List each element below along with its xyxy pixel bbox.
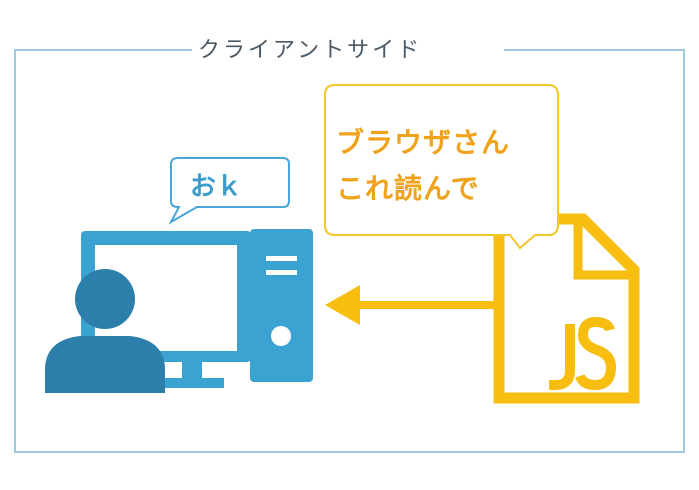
person-icon <box>45 269 165 393</box>
arrow-left-icon <box>325 285 504 325</box>
pc-tower-icon <box>250 229 313 382</box>
file-speech-bubble <box>324 84 559 250</box>
file-speech-line-1: ブラウザさん <box>336 126 511 159</box>
user-speech-bubble <box>168 157 290 225</box>
frame-title: クライアントサイド <box>192 32 504 64</box>
user-speech-text: おｋ <box>190 172 243 202</box>
js-file-icon <box>493 213 640 404</box>
monitor-icon <box>81 231 251 388</box>
file-speech-line-2: これ読んで <box>336 172 480 205</box>
